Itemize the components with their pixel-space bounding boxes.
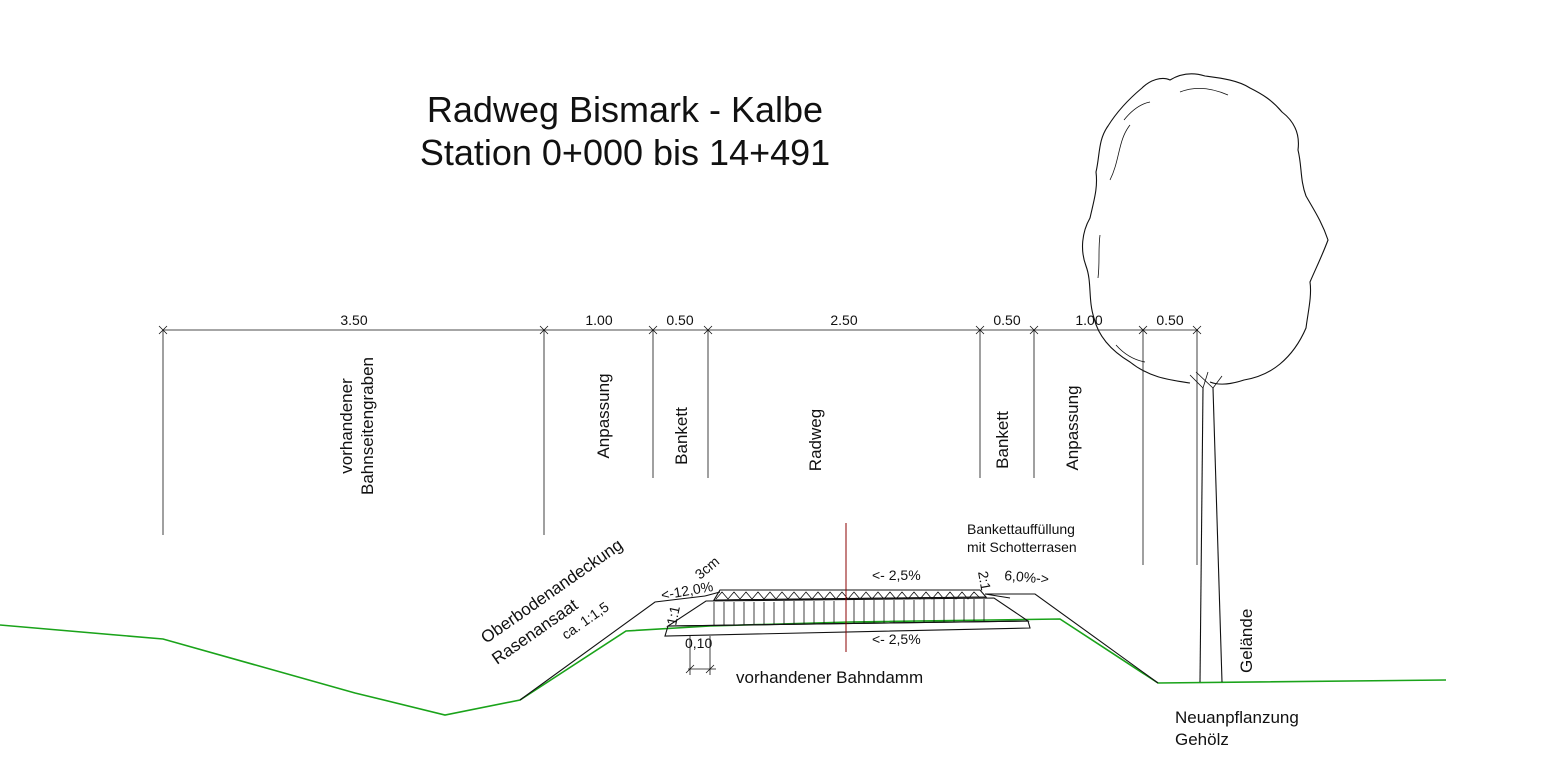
embankment-outline (519, 595, 706, 701)
road-structure (664, 589, 1031, 637)
label-bankett-fill-1: Bankettauffüllung (967, 521, 1075, 537)
tree-trunk-right (1212, 387, 1223, 683)
embankment-outline-right (985, 593, 1159, 684)
drawing-title: Radweg Bismark - Kalbe Station 0+000 bis… (420, 89, 830, 173)
dim-bankett-right: 0.50 (993, 312, 1020, 328)
label-slope-12: <-12,0% (660, 578, 715, 603)
dim-bankett-left: 0.50 (666, 312, 693, 328)
zone-graben-line1: vorhandener (337, 378, 356, 474)
label-offset: 0,10 (685, 635, 712, 651)
base-course-hatching (713, 599, 985, 625)
zone-anpassung-right: Anpassung (1063, 385, 1082, 470)
zone-bankett-right: Bankett (993, 411, 1012, 469)
label-gelaende: Gelände (1237, 609, 1256, 673)
zone-bankett-left: Bankett (672, 407, 691, 465)
dim-radweg: 2.50 (830, 312, 857, 328)
tree-trunk-left (1199, 387, 1204, 683)
offset-dimension (685, 636, 716, 675)
label-grade-top: <- 2,5% (872, 567, 921, 583)
dim-anpassung-left: 1.00 (585, 312, 612, 328)
tree-icon (1081, 73, 1329, 683)
label-thickness: 3cm (692, 553, 723, 582)
label-slope-6: 6,0%-> (1004, 567, 1050, 587)
title-line-2: Station 0+000 bis 14+491 (420, 132, 830, 173)
label-planting-2: Gehölz (1175, 730, 1229, 749)
zone-graben-line2: Bahnseitengraben (358, 357, 377, 495)
dim-edge-right: 0.50 (1156, 312, 1183, 328)
dimension-chain: 3.50 1.00 0.50 2.50 0.50 1.00 0.50 (158, 312, 1202, 335)
annotations: Oberbodenandeckung Rasenansaat ca. 1:1,5… (477, 521, 1298, 749)
zone-dividers (162, 330, 1198, 565)
dim-anpassung-right: 1.00 (1075, 312, 1102, 328)
tree-crown (1081, 73, 1329, 385)
zone-radweg: Radweg (806, 409, 825, 471)
sub-base (664, 620, 1031, 637)
label-ratio-2-1: 2:1 (975, 570, 994, 592)
shoulder-right (984, 593, 1011, 599)
label-planting-1: Neuanpflanzung (1175, 708, 1299, 727)
zone-anpassung-left: Anpassung (594, 373, 613, 458)
existing-ground-line (0, 618, 1447, 716)
label-bahndamm: vorhandener Bahndamm (736, 668, 923, 687)
label-bankett-fill-2: mit Schotterrasen (967, 539, 1077, 555)
label-grade-bottom: <- 2,5% (872, 631, 921, 647)
title-line-1: Radweg Bismark - Kalbe (427, 89, 823, 130)
shoulder-left (704, 591, 721, 597)
dim-graben: 3.50 (340, 312, 367, 328)
label-ratio-1-1: 1:1 (663, 604, 683, 627)
zone-labels: vorhandener Bahnseitengraben Anpassung B… (337, 357, 1082, 495)
